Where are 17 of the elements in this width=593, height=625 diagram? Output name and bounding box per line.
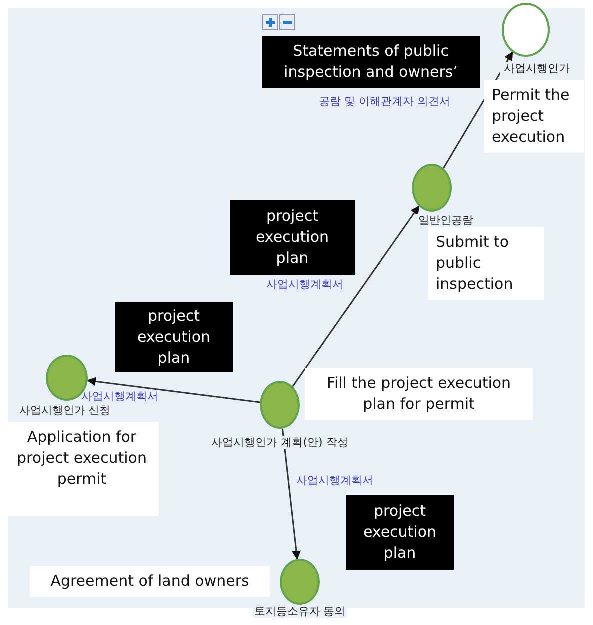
translation-note: project execution plan [115,302,233,372]
annotation-box: Fill the project execution plan for permit [305,368,533,420]
arrow [282,428,301,560]
annotation-box: Agreement of land owners [30,566,270,597]
arrow [86,377,260,404]
arrow [292,206,420,388]
edge-label: 사업시행계획서 [296,474,374,487]
translation-note: project execution plan [230,200,355,275]
edge-label: 사업시행계획서 [80,390,160,403]
annotation-box: Permit the project execution [484,80,584,153]
node-label: 토지등소유자 동의 [253,605,347,618]
translation-note: Statements of public inspection and owners’ [262,36,480,88]
edge-label: 사업시행계획서 [266,278,344,291]
annotation-box: Submit to public inspection [428,227,544,300]
translation-note: project execution plan [346,495,454,570]
edge-label: 공람 및 이해관계자 의견서 [318,95,452,108]
annotation-box: Application for project execution permit [5,422,159,516]
